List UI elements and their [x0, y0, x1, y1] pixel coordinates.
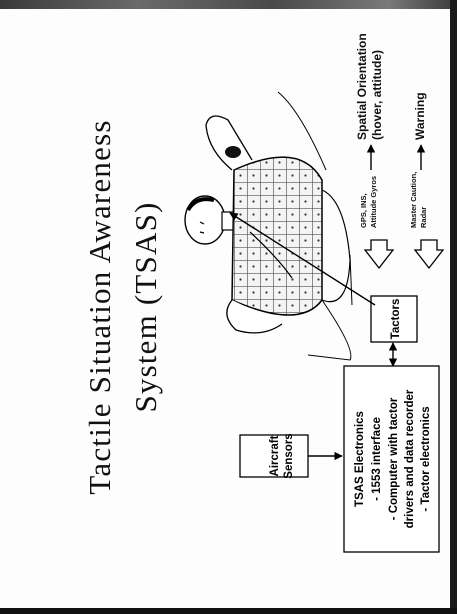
- svg-text:GPS, INS,: GPS, INS,: [359, 193, 368, 228]
- aircraft-sensors-box: Aircraft Sensors: [239, 433, 309, 479]
- tsas-electronics-box: TSAS Electronics - 1553 interface - Comp…: [343, 365, 440, 553]
- aircraft-sensors-label-2: Sensors: [283, 433, 295, 478]
- tsas-line-computer: - Computer with tactor: [388, 397, 400, 520]
- aircraft-sensors-label-1: Aircraft: [269, 435, 281, 476]
- title-line-2: System (TSAS): [128, 201, 163, 412]
- scan-border-top: [0, 0, 457, 9]
- input-gps-label-1: GPS, INS,: [359, 193, 368, 228]
- output-spatial-label-1: Spatial Orientation: [355, 33, 369, 140]
- output-spatial-label-2: (hover, attitude): [370, 50, 384, 140]
- title-line-1: Tactile Situation Awareness: [82, 119, 117, 494]
- scan-border-bottom: [0, 608, 457, 614]
- tsas-line-tactor-electronics: - Tactor electronics: [420, 406, 432, 511]
- svg-text:Tactile Situation Awareness: Tactile Situation Awareness: [82, 119, 117, 494]
- input-master-label-1: Master Caution,: [409, 172, 418, 228]
- tactors-label: Tactors: [390, 299, 402, 340]
- hollow-arrow-master: [413, 239, 445, 270]
- svg-text:Spatial Orientation: Spatial Orientation: [355, 33, 369, 140]
- tsas-electronics-label: TSAS Electronics: [354, 411, 366, 507]
- svg-text:Warning: Warning: [413, 92, 427, 140]
- tsas-line-1553: - 1553 interface: [371, 417, 383, 501]
- pilot-vest-illustration: [184, 91, 353, 361]
- svg-text:System (TSAS): System (TSAS): [128, 201, 163, 412]
- hollow-arrow-gps: [363, 239, 395, 270]
- input-gps-label-2: Attitude Gyros: [369, 176, 378, 228]
- svg-text:Attitude Gyros: Attitude Gyros: [369, 176, 378, 228]
- output-warning-label: Warning: [413, 92, 427, 140]
- arrow-tactors-to-vest: [229, 212, 376, 306]
- scan-border-right: [450, 0, 457, 614]
- svg-text:Radar: Radar: [419, 207, 428, 228]
- tsas-line-drivers: drivers and data recorder: [404, 389, 416, 528]
- input-master-label-2: Radar: [419, 207, 428, 228]
- svg-text:Master Caution,: Master Caution,: [409, 172, 418, 228]
- tactors-box: Tactors: [370, 295, 418, 343]
- svg-text:(hover, attitude): (hover, attitude): [370, 50, 384, 140]
